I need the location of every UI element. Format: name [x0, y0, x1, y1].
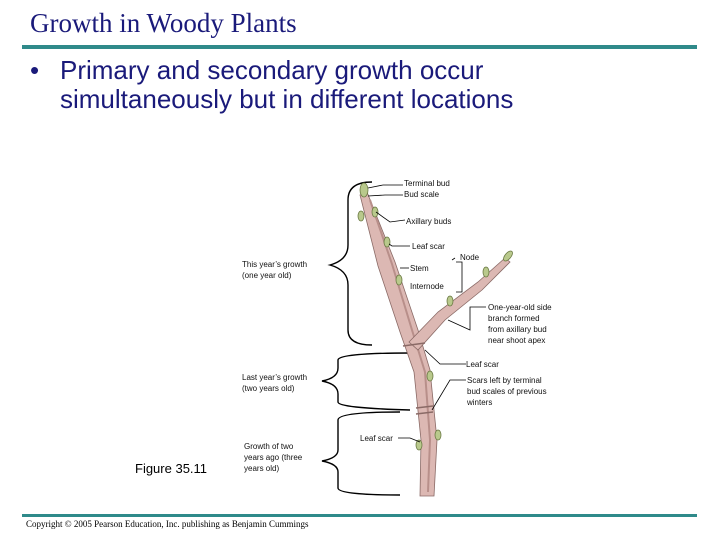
leader-bud-scale	[368, 195, 403, 196]
leader-terminal-bud	[368, 185, 403, 188]
label-leaf-scar-3: Leaf scar	[360, 433, 393, 444]
label-line: Scars left by terminal	[467, 375, 547, 386]
label-line: (two years old)	[242, 383, 307, 394]
leader-scars	[432, 380, 466, 410]
label-line: This year’s growth	[242, 259, 307, 270]
label-internode: Internode	[410, 281, 444, 292]
label-line: Last year’s growth	[242, 372, 307, 383]
copyright-text: Copyright © 2005 Pearson Education, Inc.…	[26, 519, 309, 529]
axillary-bud	[372, 207, 378, 217]
label-leaf-scar-1: Leaf scar	[412, 241, 445, 252]
leader-node	[452, 258, 455, 260]
label-node: Node	[460, 252, 479, 263]
main-stem	[360, 192, 437, 496]
label-terminal-bud: Terminal bud	[404, 178, 450, 189]
label-last-years-growth: Last year’s growth (two years old)	[242, 372, 307, 394]
label-bud-scale: Bud scale	[404, 189, 439, 200]
label-line: near shoot apex	[488, 335, 552, 346]
label-line: years old)	[244, 463, 302, 474]
label-this-years-growth: This year’s growth (one year old)	[242, 259, 307, 281]
label-line: winters	[467, 397, 547, 408]
axillary-bud	[483, 267, 489, 277]
label-line: One-year-old side	[488, 302, 552, 313]
footer-divider	[22, 514, 697, 517]
label-line: Growth of two	[244, 441, 302, 452]
bracket-last-year	[322, 353, 410, 410]
axillary-bud	[447, 296, 453, 306]
axillary-bud	[384, 237, 390, 247]
leader-leaf-scar-1	[389, 244, 410, 246]
label-growth-two-years-ago: Growth of two years ago (three years old…	[244, 441, 302, 474]
label-line: branch formed	[488, 313, 552, 324]
label-line: (one year old)	[242, 270, 307, 281]
bracket-internode	[456, 262, 462, 292]
label-stem: Stem	[410, 263, 429, 274]
axillary-bud	[435, 430, 441, 440]
label-line: from axillary bud	[488, 324, 552, 335]
label-line: bud scales of previous	[467, 386, 547, 397]
axillary-bud	[396, 275, 402, 285]
axillary-bud	[427, 371, 433, 381]
bracket-two-years-ago	[322, 412, 400, 495]
leader-leaf-scar-2	[425, 350, 466, 364]
label-leaf-scar-2: Leaf scar	[466, 359, 499, 370]
label-axillary-buds: Axillary buds	[406, 216, 451, 227]
label-bud-scale-scars: Scars left by terminal bud scales of pre…	[467, 375, 547, 408]
axillary-bud	[358, 211, 364, 221]
label-line: years ago (three	[244, 452, 302, 463]
label-side-branch: One-year-old side branch formed from axi…	[488, 302, 552, 346]
terminal-bud	[360, 183, 368, 197]
figure-caption: Figure 35.11	[135, 461, 207, 476]
leader-axillary-buds	[376, 212, 405, 222]
